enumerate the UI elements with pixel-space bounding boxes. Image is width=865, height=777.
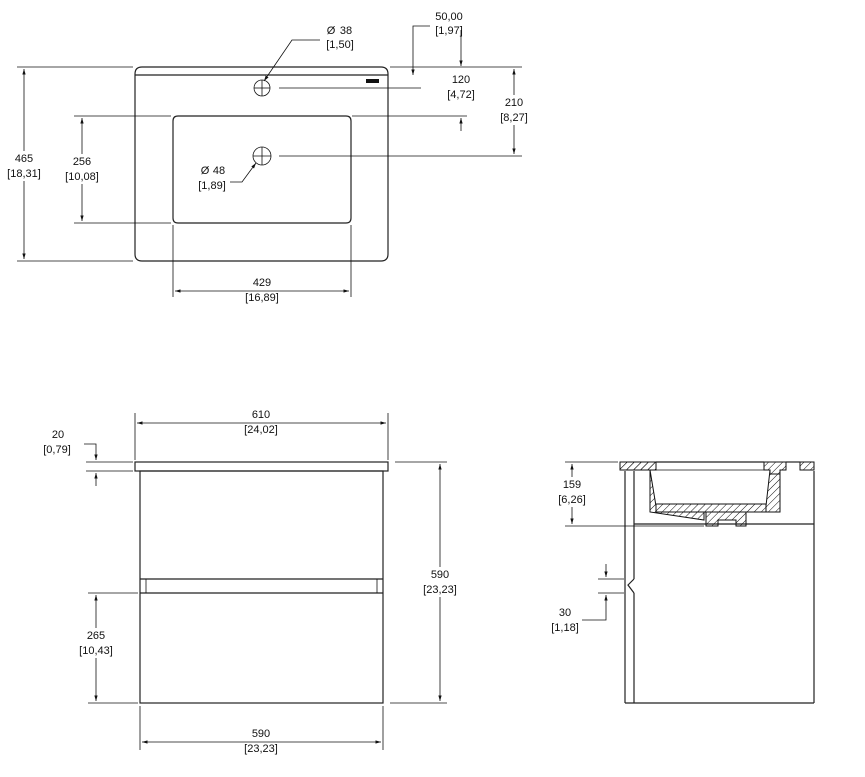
top-thickness-value: 20	[52, 429, 64, 441]
basin-section-lip	[799, 461, 815, 471]
cabinet-width-value: 590	[252, 728, 270, 740]
basin-depth-inch: [10,08]	[65, 171, 99, 183]
basin-offset-value: 210	[505, 97, 523, 109]
drain-leader	[230, 162, 257, 183]
overall-height-value: 590	[431, 569, 449, 581]
hole-offset-inch: [4,72]	[447, 89, 475, 101]
overall-width-value: 610	[252, 409, 270, 421]
front-view: 610 [24,02] 20 [0,79] 590 [23,23] 265 [1…	[43, 409, 460, 755]
overall-width-inch: [24,02]	[244, 424, 278, 436]
top-view: Ø 38 [1,50] 50,00 [1,97] 120 [4,72] 210 …	[4, 11, 531, 304]
countertop	[134, 461, 389, 472]
cabinet-width-inch: [23,23]	[244, 743, 278, 755]
gap-inch: [1,18]	[551, 622, 579, 634]
offset-top-value: 50,00	[435, 11, 463, 23]
drain-value: 48	[213, 165, 225, 177]
tap-hole	[253, 79, 271, 97]
basin-height-inch: [6,26]	[558, 494, 586, 506]
overall-height-inch: [23,23]	[423, 584, 457, 596]
basin-section-right-wall	[765, 469, 781, 513]
basin-height-value: 159	[563, 479, 581, 491]
basin-width-value: 429	[253, 277, 271, 289]
drawer-height-inch: [10,43]	[79, 645, 113, 657]
offset-top-inch: [1,97]	[435, 25, 463, 37]
hole-offset-value: 120	[452, 74, 470, 86]
hole-small-leader	[263, 39, 320, 82]
cabinet-body	[139, 470, 384, 704]
top-view-outline	[134, 66, 389, 262]
drain-hole	[252, 146, 272, 166]
overall-depth-value: 465	[15, 153, 33, 165]
overall-depth-inch: [18,31]	[7, 168, 41, 180]
offset-top-leader	[411, 25, 430, 75]
top-thickness-leader	[84, 443, 98, 460]
hole-small-value: 38	[340, 25, 352, 37]
drain-section	[705, 511, 747, 527]
drain-inch: [1,89]	[198, 180, 226, 192]
drain-symbol: Ø	[201, 165, 210, 177]
basin-section-left-top	[619, 461, 657, 471]
gap-leader	[582, 595, 608, 621]
drawer-height-value: 265	[87, 630, 105, 642]
hole-small-inch: [1,50]	[326, 39, 354, 51]
basin-width-inch: [16,89]	[245, 292, 279, 304]
basin-offset-inch: [8,27]	[500, 112, 528, 124]
basin-depth-value: 256	[73, 156, 91, 168]
basin-outline	[172, 115, 352, 224]
basin-section-right-top	[763, 461, 787, 475]
hole-small-symbol: Ø	[327, 25, 336, 37]
basin-section-bottom	[655, 503, 767, 513]
gap-value: 30	[559, 607, 571, 619]
overflow-slot	[366, 79, 379, 83]
side-view: 159 [6,26] 30 [1,18]	[551, 461, 815, 704]
top-thickness-inch: [0,79]	[43, 444, 71, 456]
